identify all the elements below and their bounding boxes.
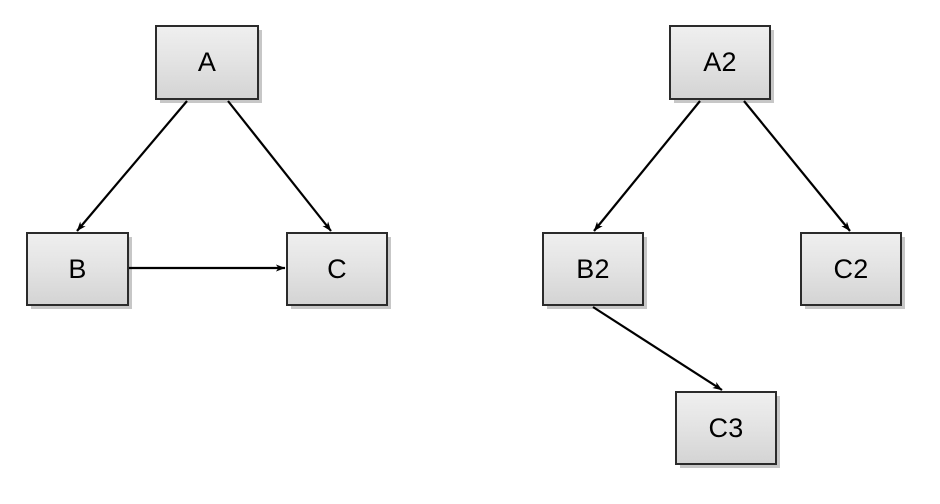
edges-group [76, 100, 851, 391]
node-label: A [197, 47, 217, 77]
node-label: B2 [576, 253, 610, 284]
edge-b2-c3[interactable] [592, 306, 723, 391]
node-c[interactable]: C [286, 232, 388, 306]
edge-a-c[interactable] [227, 100, 332, 232]
edge-a-b[interactable] [76, 100, 188, 232]
node-c3[interactable]: C3 [675, 391, 777, 465]
node-b2[interactable]: B2 [542, 232, 644, 306]
node-label: C3 [708, 412, 744, 443]
node-label: C [327, 253, 347, 284]
edge-a2-c2[interactable] [743, 100, 851, 232]
edge-a2-b2[interactable] [593, 100, 701, 232]
node-label: A2 [703, 47, 737, 77]
node-c2[interactable]: C2 [800, 232, 902, 306]
node-b[interactable]: B [26, 232, 129, 306]
node-label: B [68, 253, 87, 284]
node-label: C2 [833, 253, 869, 284]
node-a2[interactable]: A2 [669, 25, 771, 100]
node-a[interactable]: A [155, 25, 259, 100]
